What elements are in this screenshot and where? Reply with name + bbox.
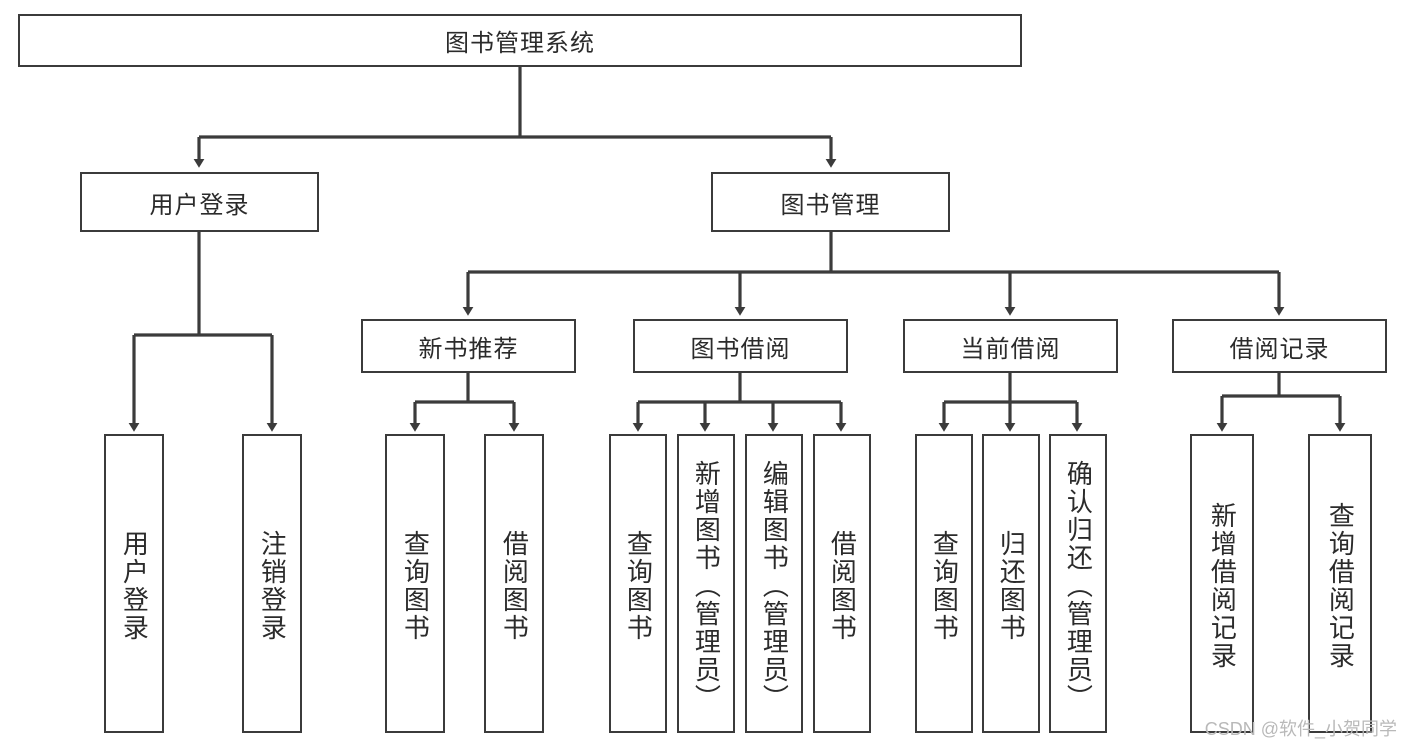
leaf-borrow-book-new-label: 借阅图书 [499, 529, 530, 642]
node-current-borrow[interactable]: 当前借阅 [903, 319, 1118, 373]
leaf-confirm-return-admin-label: 确认归还（管理员） [1063, 459, 1094, 712]
node-current-borrow-label: 当前借阅 [960, 335, 1061, 363]
leaf-edit-book-admin-label: 编辑图书（管理员） [759, 459, 790, 712]
leaf-logout-login-label: 注销登录 [257, 529, 288, 642]
leaf-query-book-new[interactable]: 查询图书 [385, 434, 445, 733]
leaf-borrow-book-borrow[interactable]: 借阅图书 [813, 434, 871, 733]
leaf-query-borrow-record[interactable]: 查询借阅记录 [1308, 434, 1372, 733]
node-user-login[interactable]: 用户登录 [80, 172, 319, 232]
node-book-manage[interactable]: 图书管理 [711, 172, 950, 232]
leaf-query-book-borrow[interactable]: 查询图书 [609, 434, 667, 733]
node-root-label: 图书管理系统 [445, 30, 595, 57]
leaf-confirm-return-admin[interactable]: 确认归还（管理员） [1049, 434, 1107, 733]
node-new-book-recommend-label: 新书推荐 [418, 335, 519, 363]
leaf-query-book-new-label: 查询图书 [400, 529, 431, 642]
node-new-book-recommend[interactable]: 新书推荐 [361, 319, 576, 373]
leaf-add-book-admin-label: 新增图书（管理员） [691, 459, 722, 712]
leaf-borrow-book-new[interactable]: 借阅图书 [484, 434, 544, 733]
leaf-add-borrow-record[interactable]: 新增借阅记录 [1190, 434, 1254, 733]
leaf-return-book-label: 归还图书 [996, 529, 1027, 642]
leaf-user-login-label: 用户登录 [119, 529, 150, 642]
leaf-return-book[interactable]: 归还图书 [982, 434, 1040, 733]
leaf-edit-book-admin[interactable]: 编辑图书（管理员） [745, 434, 803, 733]
leaf-add-borrow-record-label: 新增借阅记录 [1207, 501, 1238, 670]
node-book-manage-label: 图书管理 [780, 191, 881, 219]
leaf-query-book-current-label: 查询图书 [929, 529, 960, 642]
node-book-borrow-label: 图书借阅 [690, 335, 791, 363]
leaf-user-login[interactable]: 用户登录 [104, 434, 164, 733]
leaf-query-book-current[interactable]: 查询图书 [915, 434, 973, 733]
leaf-query-borrow-record-label: 查询借阅记录 [1325, 501, 1356, 670]
node-user-login-label: 用户登录 [149, 191, 250, 219]
node-borrow-record[interactable]: 借阅记录 [1172, 319, 1387, 373]
node-borrow-record-label: 借阅记录 [1229, 335, 1330, 363]
leaf-query-book-borrow-label: 查询图书 [623, 529, 654, 642]
node-root[interactable]: 图书管理系统 [18, 14, 1022, 67]
leaf-logout-login[interactable]: 注销登录 [242, 434, 302, 733]
leaf-add-book-admin[interactable]: 新增图书（管理员） [677, 434, 735, 733]
node-book-borrow[interactable]: 图书借阅 [633, 319, 848, 373]
csdn-watermark: CSDN @软件_小贺同学 [1204, 719, 1397, 739]
leaf-borrow-book-borrow-label: 借阅图书 [827, 529, 858, 642]
